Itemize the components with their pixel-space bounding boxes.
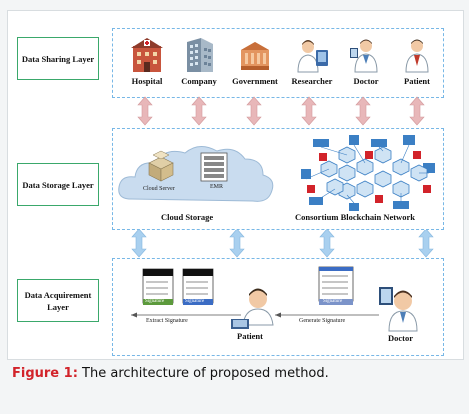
entity-patient: Patient	[389, 36, 445, 94]
entity-doctor: Doctor	[338, 36, 394, 94]
generate-signature-label: Generate Signature	[299, 318, 346, 324]
signature-tag: Signature	[185, 299, 205, 304]
entity-label: Hospital	[131, 76, 163, 86]
pink-double-arrow	[191, 96, 207, 126]
layer-label-acquirement: Data Acquirement Layer	[17, 279, 99, 322]
figure-caption: Figure 1: The architecture of proposed m…	[12, 366, 329, 381]
entity-label: Doctor	[353, 76, 379, 86]
pink-double-arrow	[246, 96, 262, 126]
storage-layer-box: Cloud Server EMR Cloud Storage Consortiu…	[112, 128, 444, 230]
blue-double-arrow	[319, 228, 335, 258]
doctor-label: Doctor	[388, 333, 414, 343]
pink-double-arrow	[301, 96, 317, 126]
pink-double-arrow	[409, 96, 425, 126]
government-building-icon	[241, 42, 269, 70]
blue-double-arrow	[229, 228, 245, 258]
doctor-figure-icon	[379, 287, 418, 332]
patient-label: Patient	[237, 331, 263, 341]
cloud-server-label: Cloud Server	[143, 186, 175, 192]
hospital-icon	[131, 38, 163, 72]
blockchain-network-icon	[301, 135, 435, 211]
entity-company: Company	[171, 36, 227, 94]
layer-label-sharing: Data Sharing Layer	[17, 37, 99, 80]
entity-hospital: Hospital	[119, 36, 175, 94]
layer-label-storage: Data Storage Layer	[17, 163, 99, 206]
emr-server-icon	[200, 152, 228, 182]
emr-label: EMR	[210, 184, 224, 190]
blockchain-network-label: Consortium Blockchain Network	[295, 212, 415, 222]
blue-double-arrow	[131, 228, 147, 258]
patient-icon	[405, 39, 429, 73]
caption-label: Figure 1:	[12, 366, 78, 381]
caption-text: The architecture of proposed method.	[77, 366, 329, 381]
entity-researcher: Researcher	[284, 36, 340, 94]
doctor-record-icon	[318, 266, 354, 305]
extract-signature-label: Extract Signature	[146, 318, 188, 324]
patient-record-icon	[182, 268, 214, 305]
signature-tag: Signature	[145, 299, 165, 304]
entity-label: Patient	[404, 76, 430, 86]
signature-tag: Signature	[323, 299, 343, 304]
pink-double-arrow	[355, 96, 371, 126]
sharing-layer-box: Hospital Company	[112, 28, 444, 98]
acquirement-graphics	[131, 266, 418, 332]
cloud-server-icon	[148, 150, 174, 182]
cloud-icon	[118, 146, 274, 202]
patient-record-icon	[142, 268, 174, 305]
researcher-icon	[297, 40, 328, 73]
entity-label: Company	[181, 76, 217, 86]
entity-label: Government	[232, 76, 278, 86]
blue-double-arrow	[418, 228, 434, 258]
cloud-storage-label: Cloud Storage	[161, 212, 214, 222]
company-building-icon	[187, 38, 213, 72]
entity-government: Government	[227, 36, 283, 94]
patient-figure-icon	[231, 288, 274, 329]
pink-double-arrow	[137, 96, 153, 126]
storage-graphics	[118, 135, 435, 211]
doctor-icon	[350, 39, 378, 73]
entity-label: Researcher	[291, 76, 333, 86]
acquirement-layer-box: Signature Signature Signature Extract Si…	[112, 258, 444, 356]
